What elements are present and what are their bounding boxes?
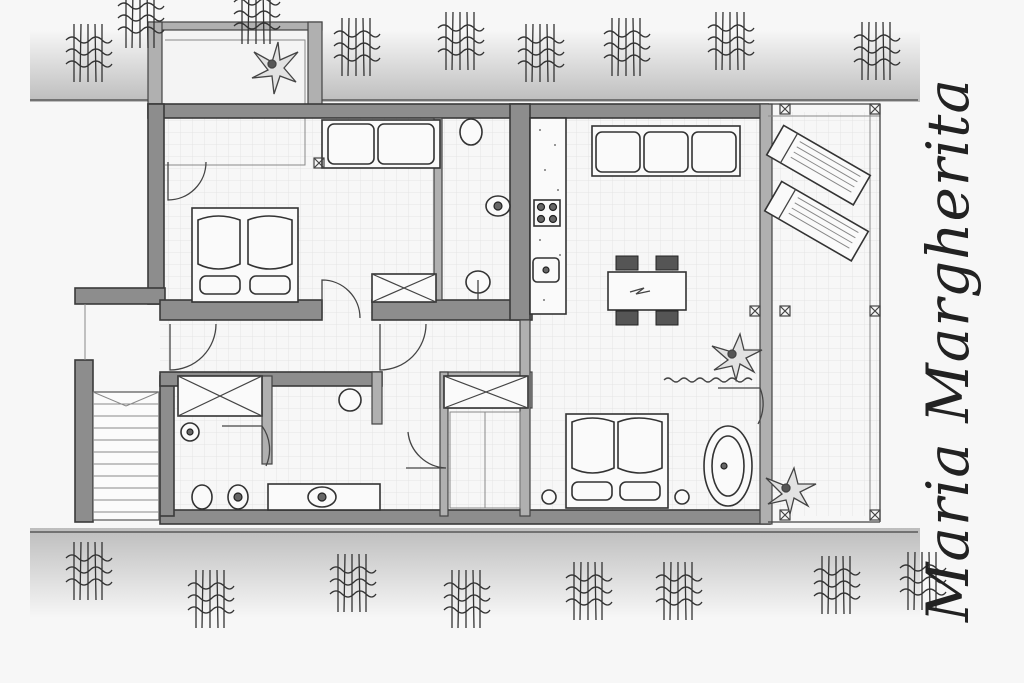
bath2-small-basin-drain [186,428,194,436]
sun-lounger-2 [763,180,870,262]
signature-text: Maria Margherita [914,78,982,622]
bath1-west-partition [433,117,443,301]
hall-stub-wall [371,371,383,425]
bath2-shower-cross [177,375,263,417]
terrace-divider-wall [759,103,773,525]
door-terrace [718,387,764,425]
tree-sketch [813,555,861,615]
potted-plant-living [711,332,763,383]
tree-sketch [603,17,651,77]
closet-west-wall [439,371,449,517]
tree-sketch [899,551,947,611]
bath2-west-wall [159,375,175,517]
potted-plant-balcony [251,41,299,95]
tree-sketch [187,569,235,629]
tree-sketch [517,23,565,83]
potted-plant-terrace [765,466,817,517]
sketched-trees [65,0,947,629]
bedroom2-west-wall [519,319,531,517]
bath2-bidet [191,484,213,510]
doors [167,161,764,469]
door-bath2 [222,425,271,467]
tree-sketch [655,561,703,621]
tree-sketch [443,569,491,629]
west-stair-wall [74,359,94,523]
south-ground-shading [30,528,920,618]
nightstand-left [541,489,557,505]
oval-bathtub [703,425,753,507]
sink-drain [542,266,550,274]
north-wall [147,103,769,119]
tree-sketch [853,21,901,81]
balcony-wall-left [147,21,163,109]
south-wall [159,509,771,525]
nightstand-right [674,489,690,505]
stair-landing-wall [74,287,166,305]
sun-lounger-1 [765,124,872,206]
staircase [92,391,160,521]
tree-sketch [65,541,113,601]
dining-table-mark [629,287,651,295]
railing-posts [313,103,881,521]
double-bed-bedroom1 [191,207,299,303]
tree-sketch [117,0,165,49]
laundry-basin [338,388,362,412]
bedroom1-south-wall [159,299,323,321]
door-closet [406,431,447,469]
cooktop [533,199,561,227]
balcony-wall-top [147,21,323,31]
door-bedroom1-south [321,279,361,319]
bath2-inner-partition [261,375,273,465]
door-hall [379,323,427,371]
balcony-inner-outline [165,39,306,166]
west-wall-upper [147,103,165,305]
kitchen-west-wall [509,103,531,321]
bath1-south-wall [371,299,533,321]
sofa-bedroom1 [321,119,441,169]
bath1-washbasin-drain [493,201,503,211]
balcony-wall-right [307,21,323,109]
bath1-shower-cross [371,273,437,303]
tree-sketch [329,553,377,613]
tree-sketch [233,0,281,45]
tree-sketch [333,17,381,77]
bath2-toilet-hole [233,492,243,502]
cooktop-burners [536,202,558,224]
tree-sketch [707,11,755,71]
tree-sketch [437,11,485,71]
north-balcony-floor [160,28,316,108]
vanity-sink-drain [317,492,327,502]
planter-hedge [663,377,753,383]
door-stair [169,323,217,371]
double-bed-bedroom2 [565,413,669,509]
tree-sketch [565,561,613,621]
sofa-living [591,125,741,177]
bath1-bidet [459,118,483,146]
tree-sketch [65,23,113,83]
closet-shower-cross [443,375,529,409]
dining-chairs [615,255,679,326]
door-bedroom1 [167,161,207,201]
